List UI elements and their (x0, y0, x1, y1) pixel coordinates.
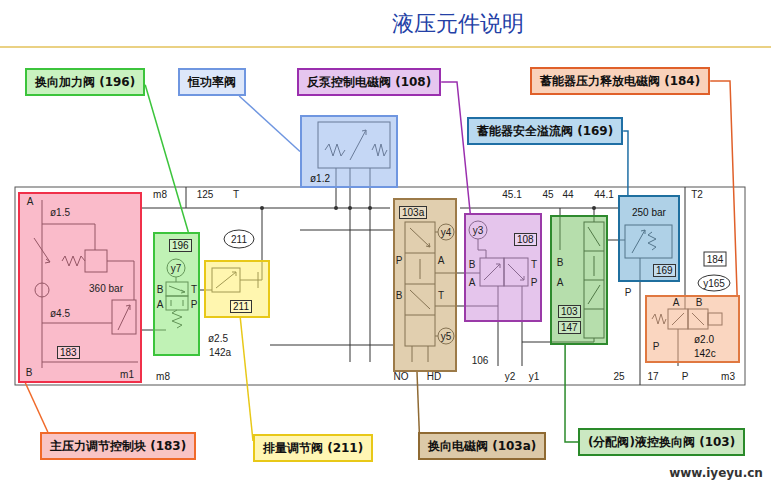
callout-text: 换向电磁阀 (103a) (428, 439, 536, 453)
callout-box: 换向加力阀 (196) (25, 68, 145, 96)
part-number: 211 (230, 300, 252, 313)
port-label: ø2.5 (208, 333, 228, 344)
port-label: m1 (120, 369, 134, 380)
port-label: y5 (441, 331, 452, 342)
port-label: P (682, 371, 689, 382)
component-highlight: 250 bar 169 (618, 195, 680, 282)
page-title: 液压元件说明 (392, 11, 524, 37)
port-label: y165 (703, 278, 725, 289)
callout-box: 反泵控制电磁阀 (108) (297, 68, 441, 96)
port-label: 184 (707, 254, 724, 265)
port-label: ø4.5 (50, 308, 70, 319)
port-label: A (469, 277, 476, 288)
callout-text: 恒功率阀 (188, 75, 236, 89)
callout-box: (分配阀)液控换向阀 (103) (578, 428, 745, 456)
port-label: m8 (156, 371, 170, 382)
port-label: ø1.5 (50, 207, 70, 218)
port-label: m8 (153, 189, 167, 200)
port-label: y1 (529, 371, 540, 382)
port-label: y3 (473, 225, 484, 236)
component-highlight: 183 (18, 192, 142, 383)
leader-line (441, 82, 470, 213)
component-highlight: ø1.2 (300, 115, 398, 188)
part-number: 108 (514, 233, 537, 246)
part-number: 103a (399, 206, 427, 219)
port-label: HD (427, 371, 441, 382)
callout-box: 主压力调节控制块 (183) (40, 432, 196, 460)
port-label: 360 bar (89, 283, 123, 294)
port-label: A (438, 255, 445, 266)
callout-box: 换向电磁阀 (103a) (418, 432, 546, 460)
port-label: m3 (721, 371, 735, 382)
leader-line (565, 345, 578, 442)
port-label: y4 (441, 227, 452, 238)
leader-line (25, 383, 47, 432)
port-label: 17 (647, 371, 658, 382)
leader-line (417, 372, 419, 432)
component-highlight: 103a (393, 198, 457, 372)
part-number: 196 (169, 239, 192, 252)
port-label: 211 (231, 234, 247, 245)
port-label: B (396, 290, 403, 301)
port-label: T (531, 259, 537, 270)
port-label: NO (394, 371, 409, 382)
callout-box: 蓄能器压力释放电磁阀 (184) (530, 67, 710, 95)
port-label: A (27, 196, 34, 207)
port-label: P (396, 255, 403, 266)
port-label: B (469, 259, 476, 270)
port-label: 125 (197, 189, 214, 200)
callout-text: 蓄能器安全溢流阀 (169) (477, 124, 613, 138)
leader-line (240, 318, 253, 441)
part-number: 183 (57, 346, 80, 359)
port-label: T (438, 290, 444, 301)
port-label: B (696, 297, 703, 308)
callout-text: 蓄能器压力释放电磁阀 (184) (540, 74, 700, 88)
port-label: P (625, 287, 632, 298)
port-label: A (157, 299, 164, 310)
callout-text: (分配阀)液控换向阀 (103) (588, 435, 735, 449)
port-label: 44.1 (594, 189, 613, 200)
port-label: 106 (472, 355, 489, 366)
port-label: T2 (691, 189, 703, 200)
callout-box: 恒功率阀 (178, 68, 246, 96)
port-label: A (673, 297, 680, 308)
part-number: 250 bar (630, 207, 668, 218)
port-label: B (557, 257, 564, 268)
leader-line (623, 131, 628, 195)
port-label: P (531, 277, 538, 288)
part-number: ø1.2 (308, 173, 332, 184)
part-number: 147 (558, 321, 581, 334)
callout-box: 蓄能器安全溢流阀 (169) (467, 117, 623, 145)
watermark: www.iyeyu.cn (669, 466, 763, 480)
callout-text: 主压力调节控制块 (183) (50, 439, 186, 453)
port-label: 25 (613, 371, 624, 382)
port-label: y7 (171, 263, 182, 274)
callout-box: 排量调节阀 (211) (253, 434, 373, 462)
port-label: P (653, 341, 660, 352)
port-label: 45.1 (502, 189, 521, 200)
part-number: 103 (558, 305, 581, 318)
part-number: 142c (692, 348, 718, 359)
port-label: y2 (505, 371, 516, 382)
leader-line (239, 96, 300, 152)
port-label: A (557, 277, 564, 288)
component-highlight: ø2.0 142c (645, 295, 740, 363)
callout-text: 反泵控制电磁阀 (108) (307, 75, 431, 89)
leader-line (145, 85, 188, 232)
port-label: 45 (542, 189, 553, 200)
port-label: 44 (562, 189, 573, 200)
port-label: T (191, 284, 197, 295)
port-label: P (191, 299, 198, 310)
callout-text: 排量调节阀 (211) (263, 441, 363, 455)
callout-text: 换向加力阀 (196) (35, 75, 135, 89)
port-label: T (233, 189, 239, 200)
part-number: 169 (653, 264, 676, 277)
component-highlight: 211 (204, 260, 270, 318)
part-number: ø2.0 (692, 334, 716, 345)
port-label: B (157, 284, 164, 295)
port-label: 142a (209, 347, 231, 358)
port-label: B (26, 367, 33, 378)
